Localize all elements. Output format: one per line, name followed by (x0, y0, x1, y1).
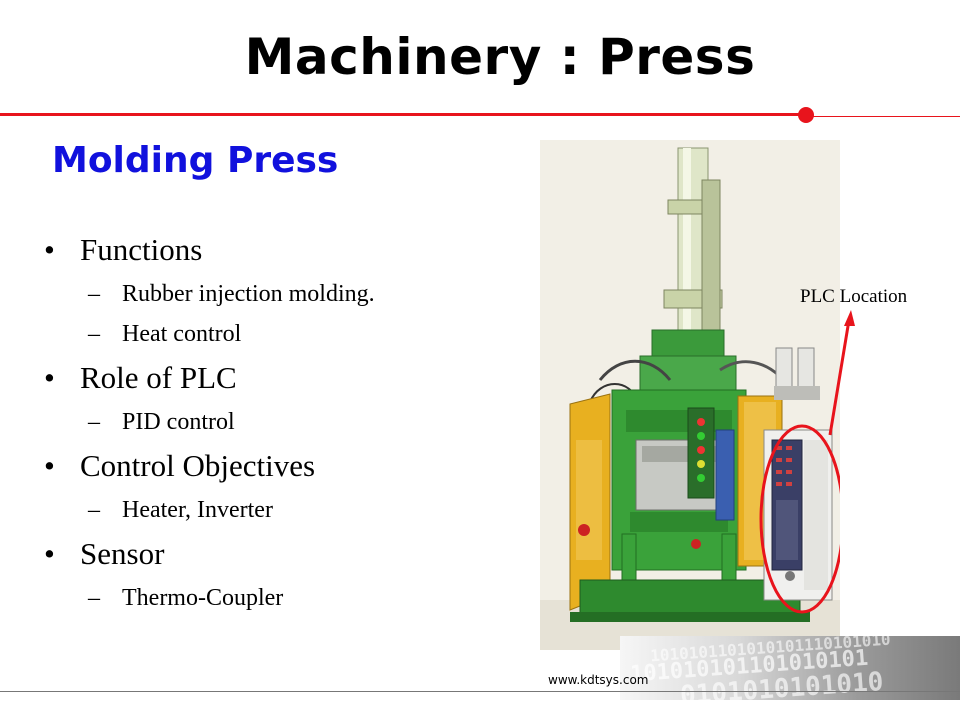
plc-location-label: PLC Location (800, 286, 908, 307)
bullet-list: Functions Rubber injection molding. Heat… (44, 226, 375, 618)
sub-bullet-rubber-injection: Rubber injection molding. (44, 274, 375, 314)
bullet-control-objectives: Control Objectives (44, 442, 375, 490)
molding-press-illustration (540, 140, 845, 650)
sub-bullet-thermo-coupler: Thermo-Coupler (44, 578, 375, 618)
title-divider-thin-line (812, 116, 960, 117)
bullet-functions: Functions (44, 226, 375, 274)
slide-title: Machinery : Press (244, 28, 756, 86)
molding-press-photo (540, 140, 845, 650)
sub-bullet-heat-control: Heat control (44, 314, 375, 354)
footer-line (0, 691, 960, 692)
plc-pointer-arrow (828, 310, 855, 436)
binary-decoration: 1010101101010101110101010 10101010110101… (620, 636, 960, 700)
sub-bullet-heater-inverter: Heater, Inverter (44, 490, 375, 530)
bullet-sensor: Sensor (44, 530, 375, 578)
footer-url-link[interactable]: www.kdtsys.com (548, 673, 649, 687)
divider-dot (798, 107, 814, 123)
slide-subtitle: Molding Press (52, 140, 339, 181)
title-divider-line (0, 113, 804, 116)
bullet-role-of-plc: Role of PLC (44, 354, 375, 402)
sub-bullet-pid-control: PID control (44, 402, 375, 442)
